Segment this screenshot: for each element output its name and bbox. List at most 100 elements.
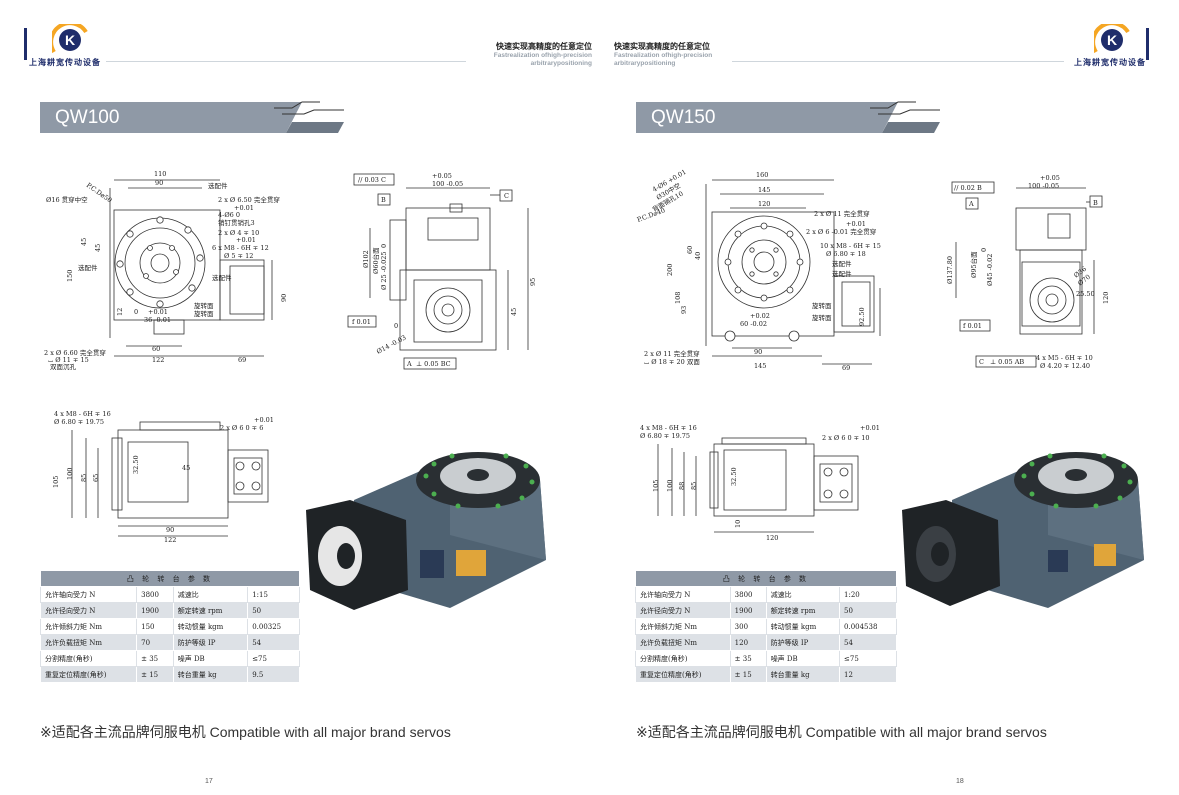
dimension-label: 双面沉孔 [50,363,77,371]
dimension-label: P.C.D⌀50 [85,181,114,204]
dimension-label: 100 -0.05 [432,180,463,188]
table-cell: 3800 [729,586,767,603]
company-name: 上海耕宽传动设备 [29,58,101,67]
table-cell: 150 [136,618,174,635]
table-cell: 重复定位精度(角秒) [635,666,731,683]
dimension-label: 2 x Ø 6 0 ∓ 10 [822,434,870,442]
dimension-label: ⊥ 0.05 BC [416,360,451,368]
dimension-label: 90 [166,526,174,534]
company-logo-icon: K [1094,24,1130,54]
vertical-accent-bar [24,28,27,60]
left-front-drawing: 110 90 选配件 2 x Ø 6.50 完全贯穿 +0.01 4-Ø6 0 … [42,168,304,378]
dimension-label: 100 -0.05 [1028,182,1059,190]
right-header: 快速实现高精度的任意定位 Fastrealization ofhigh-prec… [606,24,1156,70]
dimension-label: K [65,32,75,48]
dimension-label: K [1107,32,1117,48]
table-cell: 1:20 [839,586,897,603]
dimension-label: +0.02 [750,312,770,320]
dimension-label: f 0.01 [963,322,982,330]
dimension-label: 0 [134,308,138,316]
table-cell: ≤75 [839,650,897,667]
dimension-label: 2 x Ø 11 完全贯穿 [644,349,700,358]
dimension-label: 60 [152,345,160,353]
dimension-label: 93 [680,306,688,314]
compatibility-note: ※适配各主流品牌伺服电机 Compatible with all major b… [40,724,451,740]
page-number-right: 18 [956,778,964,785]
dimension-label: 2 x Ø 6 0 ∓ 6 [220,424,263,432]
header-rule [732,61,1064,62]
dimension-label: 69 [238,356,246,364]
table-cell: 转台重量 kg [765,666,841,683]
dimension-label: B [381,196,386,204]
left-header: K 上海耕宽传动设备 快速实现高精度的任意定位 Fastrealization … [24,24,592,70]
dimension-label: 120 [766,534,778,542]
dimension-label: C [979,358,984,366]
dimension-label: Ø 4.20 ∓ 12.40 [1040,362,1090,370]
dimension-label: Ø 5 ∓ 12 [224,252,253,260]
dimension-label: 100 [666,480,674,492]
dimension-label: +0.01 [148,308,168,316]
table-cell: 减速比 [172,586,249,603]
dimension-label: 122 [152,356,164,364]
dimension-label: 105 [652,480,660,492]
table-cell: 噪声 DB [172,650,249,667]
title-accent-graphic [852,101,940,133]
dimension-label: // 0.03 C [358,176,386,184]
dimension-label: 69 [842,364,850,372]
left-bottom-drawing: 4 x M8 - 6H ∓ 16 Ø 6.80 ∓ 19.75 +0.01 2 … [42,408,282,548]
dimension-label: 100 [66,468,74,480]
dimension-label: +0.01 [236,236,256,244]
slogan-cn: 快速实现高精度的任意定位 [614,42,710,51]
dimension-label: 旋转面 [194,309,214,318]
table-cell: 噪声 DB [765,650,841,667]
table-cell: 允许负载扭矩 Nm [39,634,138,651]
dimension-label: // 0.02 B [954,184,982,192]
right-front-drawing: 160 145 120 4-Ø6 +0.01 Ø30中空 背面销孔10 P.C.… [636,168,898,374]
dimension-label: 45 [94,244,102,252]
table-cell: 1:15 [247,586,300,603]
dimension-label: 160 [756,171,768,179]
table-cell: 54 [247,634,300,651]
dimension-label: 85 [80,474,88,482]
table-cell: 50 [247,602,300,619]
dimension-label: 45 [80,238,88,246]
dimension-label: 选配件 [78,263,98,272]
company-logo-icon: K [52,24,88,54]
dimension-label: 122 [164,536,176,544]
slogan-cn: 快速实现高精度的任意定位 [496,42,592,51]
dimension-label: 选配件 [208,181,228,190]
dimension-label: Ø 6.80 ∓ 18 [826,250,866,258]
dimension-label: 90 [155,179,163,187]
slogan-en-1: Fastrealization ofhigh-precision [614,52,713,59]
dimension-label: 选配件 [212,273,232,282]
slogan-en-1: Fastrealization ofhigh-precision [493,52,592,59]
dimension-label: +0.01 [254,416,274,424]
table-cell: 0.004538 [839,618,897,635]
compatibility-note: ※适配各主流品牌伺服电机 Compatible with all major b… [636,724,1047,740]
model-title: QW100 [40,102,272,133]
right-title-block: QW150 [636,100,946,136]
table-cell: 转台重量 kg [172,666,249,683]
dimension-label: 105 [52,476,60,488]
dimension-label: A [406,360,412,368]
right-bottom-drawing: 4 x M8 - 6H ∓ 16 Ø 6.80 ∓ 19.75 +0.01 2 … [636,420,896,544]
table-cell: 允许负载扭矩 Nm [635,634,731,651]
header-rule [106,61,466,62]
table-cell: 分割精度(角秒) [635,650,731,667]
dimension-label: 45 [510,308,518,316]
table-cell: 允许倾斜力矩 Nm [39,618,138,635]
dimension-label: ⊥ 0.05 AB [990,358,1024,366]
dimension-label: +0.01 [860,424,880,432]
right-product-image [902,452,1144,608]
dimension-label: 销钉贯销孔3 [218,218,255,227]
dimension-label: 12 [116,308,124,316]
dimension-label: Ø16 贯穿中空 [46,195,88,204]
slogan-en-2: arbitrarypositioning [530,59,592,67]
dimension-label: Ø102 [362,250,370,268]
table-cell: 允许径向受力 N [39,602,138,619]
